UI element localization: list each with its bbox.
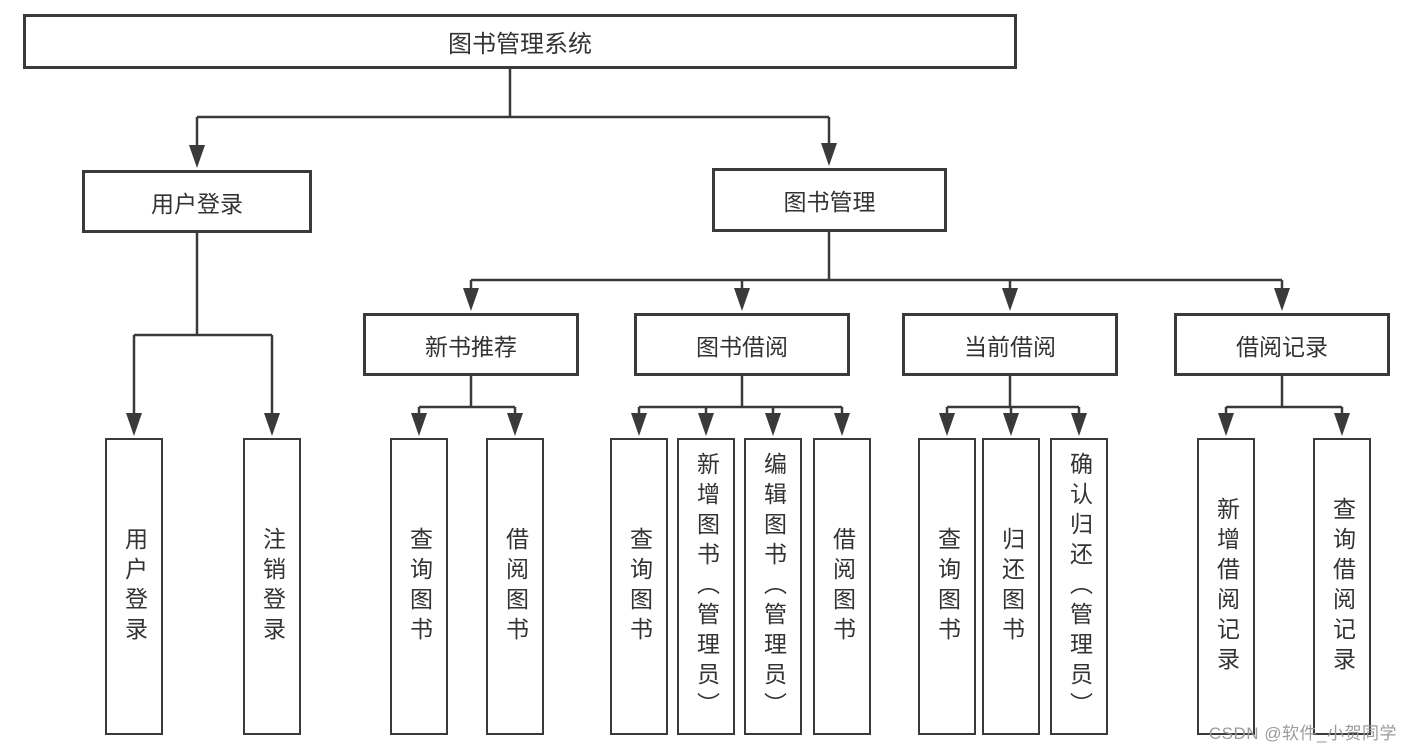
connector	[417, 376, 517, 413]
node-label: 图书管理	[783, 189, 876, 215]
arrowhead	[821, 143, 837, 166]
node-current-borrow: 当前借阅	[902, 313, 1118, 376]
node-label: 查询图书	[406, 526, 433, 647]
leaf-query-books-2: 查询图书	[610, 438, 668, 735]
connector	[1224, 376, 1344, 413]
leaf-query-books-1: 查询图书	[390, 438, 448, 735]
arrowhead	[411, 413, 427, 436]
connector	[469, 232, 1284, 288]
arrowhead	[1218, 413, 1234, 436]
node-label: 新增图书（管理员）	[693, 451, 720, 722]
arrowhead	[1002, 288, 1018, 311]
arrowhead	[1274, 288, 1290, 311]
leaf-logout: 注销登录	[243, 438, 301, 735]
connector	[132, 233, 274, 413]
node-label: 新书推荐	[425, 333, 517, 360]
node-label: 图书借阅	[696, 333, 788, 360]
node-borrow-records: 借阅记录	[1174, 313, 1390, 376]
node-label: 借阅记录	[1236, 333, 1328, 360]
leaf-query-books-3: 查询图书	[918, 438, 976, 735]
node-new-book-recommend: 新书推荐	[363, 313, 579, 376]
leaf-edit-books-admin: 编辑图书（管理员）	[744, 438, 802, 735]
leaf-return-books: 归还图书	[982, 438, 1040, 735]
node-label: 查询图书	[626, 526, 653, 647]
node-label: 用户登录	[151, 190, 243, 217]
arrowhead	[1334, 413, 1350, 436]
node-label: 编辑图书（管理员）	[760, 451, 787, 722]
arrowhead	[939, 413, 955, 436]
leaf-user-login: 用户登录	[105, 438, 163, 735]
node-label: 注销登录	[259, 526, 286, 647]
arrowhead	[507, 413, 523, 436]
node-label: 新增借阅记录	[1213, 496, 1240, 677]
node-label: 查询图书	[934, 526, 961, 647]
leaf-borrow-books-1: 借阅图书	[486, 438, 544, 735]
node-label: 当前借阅	[964, 333, 1056, 360]
arrowhead	[463, 288, 479, 311]
arrowhead	[189, 145, 205, 168]
node-label: 查询借阅记录	[1329, 496, 1356, 677]
leaf-query-borrow-record: 查询借阅记录	[1313, 438, 1371, 735]
node-label: 用户登录	[121, 526, 148, 647]
node-label: 借阅图书	[502, 526, 529, 647]
arrowhead	[1071, 413, 1087, 436]
node-label: 归还图书	[998, 526, 1025, 647]
node-root: 图书管理系统	[23, 14, 1017, 69]
arrowhead	[698, 413, 714, 436]
arrowhead	[264, 413, 280, 436]
csdn-watermark: CSDN @软件_小贺同学	[1208, 724, 1397, 743]
arrowhead	[765, 413, 781, 436]
leaf-add-borrow-record: 新增借阅记录	[1197, 438, 1255, 735]
node-label: 借阅图书	[829, 526, 856, 647]
connector	[195, 69, 831, 145]
arrowhead	[834, 413, 850, 436]
node-book-borrow: 图书借阅	[634, 313, 850, 376]
arrowhead	[631, 413, 647, 436]
connector	[945, 376, 1081, 413]
node-root-label: 图书管理系统	[448, 31, 592, 58]
node-book-management: 图书管理	[712, 168, 947, 232]
arrowhead	[126, 413, 142, 436]
leaf-borrow-books-2: 借阅图书	[813, 438, 871, 735]
arrowhead	[1003, 413, 1019, 436]
arrowhead	[734, 288, 750, 311]
leaf-add-books-admin: 新增图书（管理员）	[677, 438, 735, 735]
connector	[637, 376, 844, 413]
leaf-confirm-return-admin: 确认归还（管理员）	[1050, 438, 1108, 735]
node-user-login: 用户登录	[82, 170, 312, 233]
node-label: 确认归还（管理员）	[1066, 451, 1093, 722]
